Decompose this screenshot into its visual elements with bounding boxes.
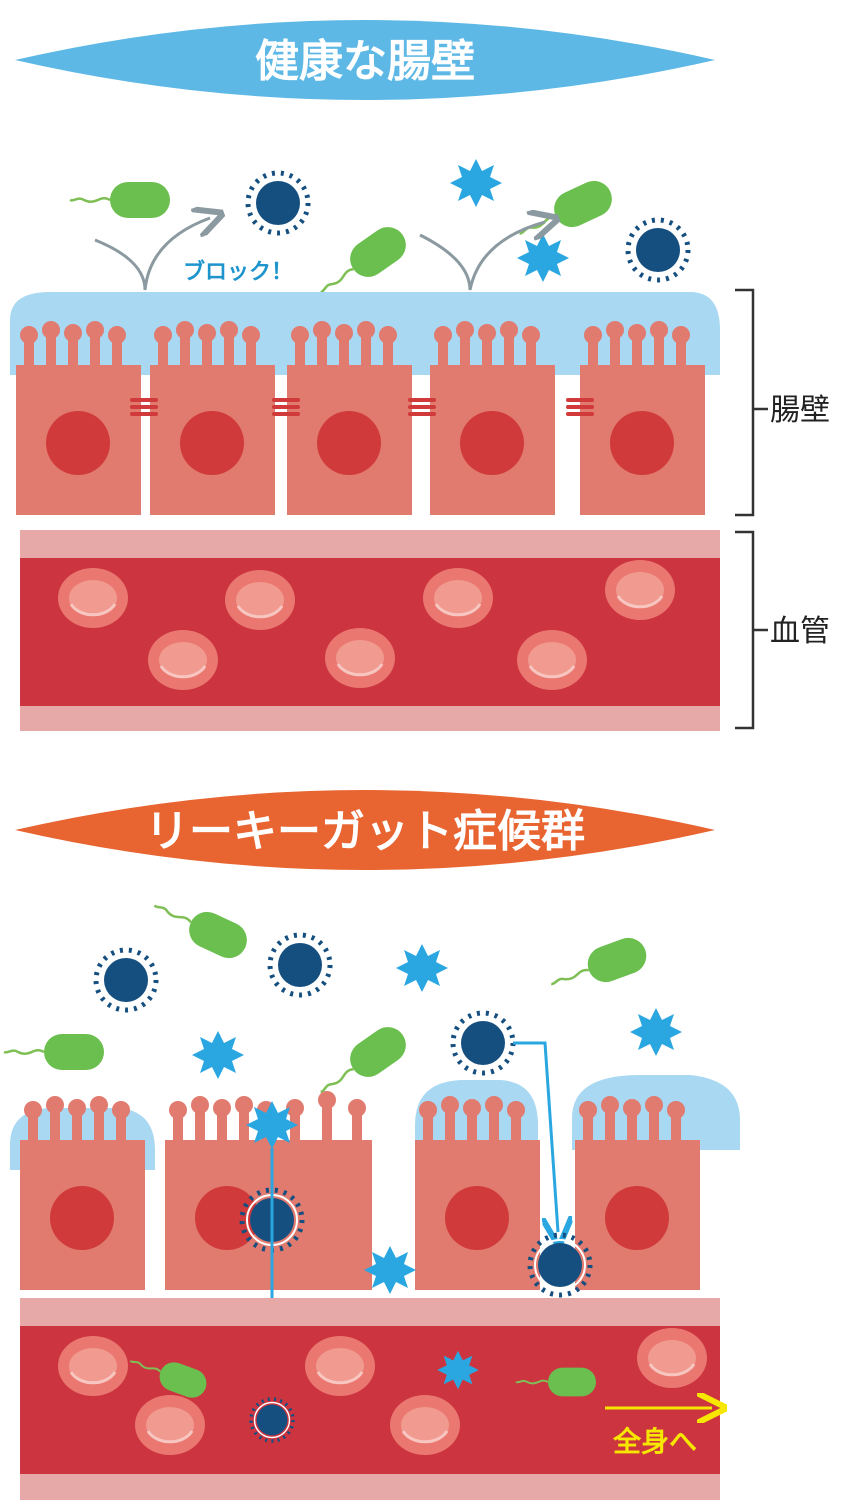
vessel-wall-top — [20, 1298, 720, 1326]
vessel-wall-bottom — [20, 1474, 720, 1500]
star-microbe-icon — [396, 944, 448, 992]
leaky-title: リーキーガット症候群 — [145, 806, 585, 857]
star-microbe-icon — [517, 234, 569, 282]
virus-icon — [96, 950, 156, 1010]
virus-icon — [453, 1013, 513, 1073]
bracket-icon — [735, 288, 755, 517]
vessel-wall-top — [20, 530, 720, 558]
virus-icon — [270, 935, 330, 995]
arrow-icon — [419, 222, 545, 291]
block-label: ブロック！ — [183, 259, 293, 285]
bacteria-icon — [145, 887, 255, 966]
bacteria-icon — [2, 1032, 106, 1072]
leaky-banner — [15, 790, 715, 870]
star-microbe-icon — [630, 1008, 682, 1056]
tight-junctions — [130, 398, 594, 416]
arrow-icon — [94, 218, 210, 291]
wall-label: 腸壁 — [770, 393, 830, 428]
healthy-banner — [15, 20, 715, 100]
arrow-icon — [513, 1041, 558, 1232]
bacteria-icon — [68, 180, 172, 220]
star-microbe-icon — [450, 159, 502, 207]
virus-icon — [248, 173, 308, 233]
vessel-label: 血管 — [770, 614, 830, 649]
bacteria-icon — [510, 173, 620, 252]
vessel-wall-bottom — [20, 706, 720, 731]
star-microbe-icon — [192, 1031, 244, 1079]
healthy-section: 健康な腸壁 ブロック！ — [10, 20, 830, 731]
bracket-icon — [735, 530, 755, 730]
bacteria-icon — [543, 931, 653, 1003]
virus-icon — [628, 220, 688, 280]
leaky-section: リーキーガット症候群 — [2, 790, 740, 1500]
whole-body-label: 全身へ — [612, 1425, 697, 1458]
leaky-cells — [10, 1075, 740, 1290]
healthy-title: 健康な腸壁 — [255, 36, 475, 87]
